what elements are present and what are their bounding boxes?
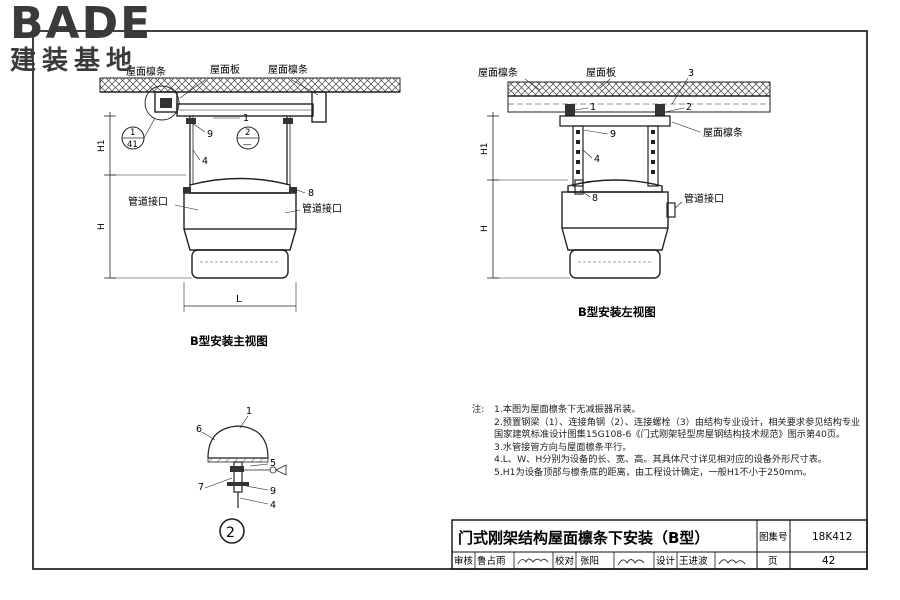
title-block-text: 门式刚架结构屋面檩条下安装（B型） 图集号 18K412 审核 鲁占雨 校对 张… (454, 529, 852, 567)
roof-panel-left (507, 81, 771, 97)
main-view-caption: B型安装主视图 (190, 334, 268, 348)
detail-2-callout-4: 4 (270, 500, 276, 511)
detail-2-circle-label: 2 (226, 525, 235, 541)
note-row-2: 2.预置钢梁（1）、连接角钢（2）、连接螺栓（3）由结构专业设计，相关要求参见结… (472, 417, 867, 442)
left-callout-9: 9 (610, 129, 616, 140)
main-dim-h1: H1 (97, 140, 107, 153)
left-label-roof-purlin-top: 屋面檩条 (478, 66, 518, 79)
note-row-4: 4.L、W、H分别为设备的长、宽、高。其具体尺寸详见相对应的设备外形尺寸表。 (472, 454, 867, 467)
main-label-roof-panel: 屋面板 (210, 63, 240, 76)
note-row-3: 3.水管接管方向与屋面檩条平行。 (472, 442, 867, 455)
notes-block: 注: 1.本图为屋面檩条下无减振器吊装。 2.预置钢梁（1）、连接角钢（2）、连… (472, 404, 867, 480)
note-item-2: 2.预置钢梁（1）、连接角钢（2）、连接螺栓（3）由结构专业设计，相关要求参见结… (494, 416, 861, 441)
title-block-designer: 王进波 (679, 555, 708, 567)
title-block-reviewer: 鲁占雨 (477, 555, 506, 567)
title-block-atlas-label: 图集号 (759, 531, 788, 543)
title-block-review-label: 审核 (454, 555, 474, 567)
left-label-roof-panel: 屋面板 (586, 66, 616, 79)
title-block-title: 门式刚架结构屋面檩条下安装（B型） (458, 529, 709, 547)
signatures (517, 558, 746, 566)
main-detail-2-num: 2 (245, 128, 250, 138)
left-view: 屋面檩条 屋面板 3 1 2 9 屋面檩条 4 8 管道接口 H1 H B型安装… (478, 66, 771, 319)
detail-2-callout-9: 9 (270, 486, 276, 497)
detail-2-callout-6: 6 (196, 424, 202, 435)
note-item-3: 3.水管接管方向与屋面檩条平行。 (494, 441, 632, 453)
detail-2-callout-1: 1 (246, 406, 252, 417)
main-view: 屋面檩条 屋面板 屋面檩条 1 9 4 8 1 41 2 — 管道接口 管道接口… (97, 63, 401, 348)
notes-prefix: 注: (472, 404, 485, 415)
bade-logo: BADE 建装基地 (10, 2, 180, 80)
main-label-pipe-left: 管道接口 (128, 195, 168, 208)
purlin-right (311, 91, 327, 123)
left-label-roof-purlin-side: 屋面檩条 (703, 126, 743, 139)
title-block-check-label: 校对 (555, 555, 575, 567)
left-callout-8: 8 (592, 193, 598, 204)
left-callout-1: 1 (590, 102, 596, 113)
main-label-roof-purlin: 屋面檩条 (126, 65, 166, 78)
main-detail-ref-num: 1 (130, 128, 135, 138)
logo-brand: BADE (10, 0, 153, 49)
note-item-4: 4.L、W、H分别为设备的长、宽、高。其具体尺寸详见相对应的设备外形尺寸表。 (494, 454, 828, 466)
main-label-roof-purlin-2: 屋面檩条 (268, 63, 308, 76)
title-block-atlas-no: 18K412 (812, 531, 852, 543)
title-block-page-no: 42 (822, 555, 835, 567)
detail-2-callout-7: 7 (198, 482, 204, 493)
note-item-5: 5.H1为设备顶部与檩条底的距离，由工程设计确定，一般H1不小于250mm。 (494, 466, 812, 478)
purlin-left (154, 91, 178, 113)
sheet-border (32, 30, 868, 570)
main-callout-4: 4 (202, 156, 208, 167)
left-view-caption: B型安装左视图 (578, 305, 656, 319)
title-block-checker: 张阳 (580, 556, 599, 567)
main-callout-9: 9 (207, 129, 213, 140)
steel-beam-left (559, 115, 671, 127)
title-block (451, 519, 868, 570)
main-detail-ref-sheet: 41 (127, 140, 138, 150)
main-callout-1: 1 (243, 113, 249, 124)
main-dim-h: H (97, 223, 107, 230)
roof-panel-main (99, 77, 401, 93)
main-label-pipe-right: 管道接口 (302, 202, 342, 215)
note-row-1: 注: 1.本图为屋面檩条下无减振器吊装。 (472, 404, 867, 417)
detail-2-circle (219, 518, 245, 544)
left-dim-h1: H1 (480, 143, 490, 156)
main-detail-2-sheet: — (243, 140, 252, 150)
title-block-design-label: 设计 (656, 555, 676, 567)
note-item-1: 1.本图为屋面檩条下无减振器吊装。 (494, 404, 641, 415)
left-dim-h: H (480, 225, 490, 232)
left-callout-3: 3 (688, 68, 694, 79)
logo-subtitle: 建装基地 (10, 46, 139, 76)
left-callout-2: 2 (686, 102, 692, 113)
detail-2: 1 6 7 5 9 4 2 (196, 406, 287, 544)
left-callout-4: 4 (594, 154, 600, 165)
left-label-pipe-port: 管道接口 (684, 192, 724, 205)
note-row-5: 5.H1为设备顶部与檩条底的距离，由工程设计确定，一般H1不小于250mm。 (472, 467, 867, 480)
detail-2-callout-5: 5 (270, 458, 276, 469)
title-block-page-label: 页 (768, 556, 778, 567)
main-dim-l: L (236, 294, 242, 305)
main-callout-8: 8 (308, 188, 314, 199)
